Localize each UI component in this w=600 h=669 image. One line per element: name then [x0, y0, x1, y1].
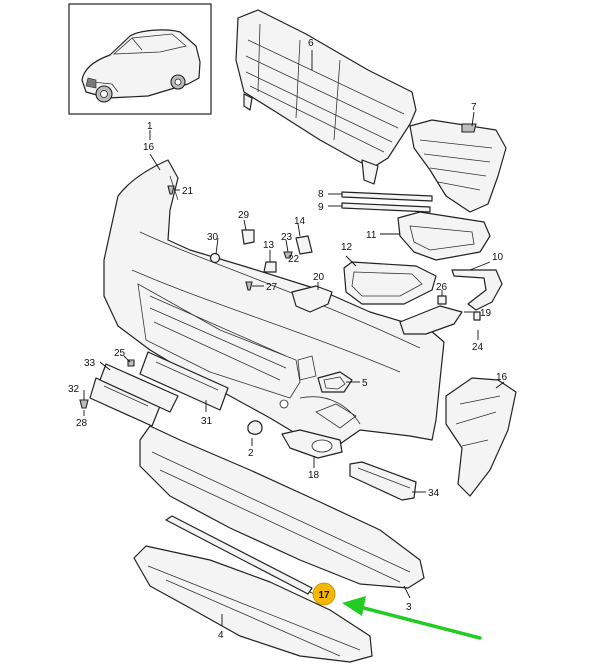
fog-bezel-part [281, 429, 343, 459]
callout-27: 27 [266, 282, 278, 293]
callout-33: 33 [84, 358, 96, 369]
callout-16-left: 16 [143, 142, 155, 153]
callout-12: 12 [341, 242, 353, 253]
leader-lines [83, 50, 505, 626]
callout-16-right: 16 [496, 372, 508, 383]
side-bracket-part [445, 377, 517, 497]
callout-28: 28 [76, 418, 88, 429]
callout-32: 32 [68, 384, 80, 395]
trim-strips [341, 191, 433, 213]
callout-4: 4 [218, 630, 224, 641]
callout-23: 23 [281, 232, 293, 243]
callout-1: 1 [147, 121, 153, 132]
fog-cover-part [317, 371, 353, 393]
callout-31: 31 [201, 416, 213, 427]
mount-bracket-part [399, 305, 463, 335]
callout-25: 25 [114, 348, 126, 359]
vehicle-thumbnail [68, 3, 212, 115]
callout-5: 5 [362, 378, 368, 389]
callout-19: 19 [480, 308, 492, 319]
callout-17: 17 [318, 590, 330, 601]
side-grille-part [409, 119, 507, 213]
callout-26: 26 [436, 282, 448, 293]
callout-8: 8 [318, 189, 324, 200]
side-cover-part [451, 269, 503, 311]
fog-frame-part [397, 211, 491, 261]
callout-14: 14 [294, 216, 306, 227]
callout-3: 3 [406, 602, 412, 613]
lower-spoiler-part [139, 425, 425, 589]
callout-7: 7 [471, 102, 477, 113]
underbody-panel-part [133, 545, 373, 663]
callout-20: 20 [313, 272, 325, 283]
callout-2: 2 [248, 448, 254, 459]
highlight-badge-17: 17 [312, 582, 336, 606]
callout-13: 13 [263, 240, 275, 251]
green-arrow [342, 596, 482, 640]
grille-part [235, 9, 417, 185]
callout-10: 10 [492, 252, 504, 263]
callout-9: 9 [318, 202, 324, 213]
callout-18: 18 [308, 470, 320, 481]
small-fasteners [167, 185, 481, 323]
callout-labels: 1 16 21 29 30 14 13 23 22 27 20 6 7 8 9 … [68, 38, 508, 641]
bracket-part [291, 285, 333, 313]
license-plate-holder [89, 351, 229, 427]
callout-29: 29 [238, 210, 250, 221]
callout-24: 24 [472, 342, 484, 353]
callout-6: 6 [308, 38, 314, 49]
trim-strip-17 [165, 515, 313, 595]
callout-22: 22 [288, 254, 300, 265]
callout-34: 34 [428, 488, 440, 499]
headlamp-part [343, 261, 437, 305]
callout-11: 11 [366, 230, 377, 241]
lower-grille-strip [349, 461, 417, 501]
callout-21: 21 [182, 186, 194, 197]
callout-30: 30 [207, 232, 219, 243]
